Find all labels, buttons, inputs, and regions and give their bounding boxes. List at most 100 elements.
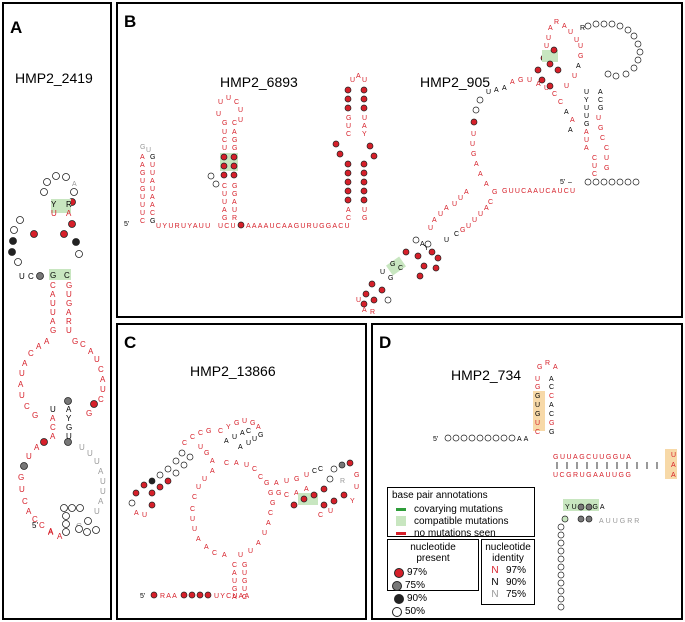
- svg-text:U: U: [196, 484, 201, 491]
- svg-text:A: A: [232, 199, 237, 206]
- svg-text:C: C: [212, 550, 217, 557]
- svg-text:G: G: [294, 476, 299, 483]
- svg-text:C: C: [604, 145, 609, 152]
- svg-text:U: U: [328, 508, 333, 515]
- legend-np-label-2: 75%: [405, 580, 426, 591]
- svg-text:Y: Y: [51, 200, 57, 209]
- legend-np-item-2: 75%: [390, 579, 432, 592]
- svg-text:G: G: [232, 183, 237, 190]
- svg-text:U: U: [535, 376, 540, 383]
- svg-text:U: U: [222, 145, 227, 152]
- legend-bp-swatch-3: [396, 531, 406, 535]
- svg-text:U: U: [222, 191, 227, 198]
- svg-text:U: U: [452, 201, 457, 208]
- svg-text:A: A: [266, 520, 271, 527]
- svg-text:C: C: [50, 281, 56, 290]
- b-linker: UYURUYAUU: [156, 223, 212, 230]
- svg-text:A: A: [356, 73, 361, 80]
- svg-text:U: U: [242, 586, 247, 593]
- svg-text:U: U: [140, 210, 145, 217]
- svg-text:U: U: [94, 355, 100, 364]
- svg-text:C: C: [535, 429, 540, 436]
- legend-ni-header2: identity: [492, 553, 524, 564]
- svg-text:U: U: [596, 115, 601, 122]
- svg-text:G: G: [598, 125, 603, 132]
- svg-text:G: G: [346, 115, 351, 122]
- legend-bp-item-3: no mutations seen: [392, 527, 530, 539]
- svg-text:A: A: [346, 207, 351, 214]
- svg-text:U: U: [248, 548, 253, 555]
- svg-text:C: C: [222, 137, 227, 144]
- svg-text:C: C: [64, 271, 70, 280]
- svg-text:A: A: [598, 89, 603, 96]
- svg-text:R: R: [340, 478, 345, 485]
- svg-text:U: U: [238, 107, 243, 114]
- svg-text:G: G: [584, 121, 589, 128]
- svg-text:A: A: [584, 145, 589, 152]
- svg-text:G: G: [578, 53, 583, 60]
- svg-text:U: U: [146, 147, 151, 154]
- svg-text:A: A: [478, 171, 483, 178]
- svg-text:C: C: [232, 120, 237, 127]
- legend-np-dot-2: [392, 580, 402, 591]
- svg-text:A: A: [548, 25, 553, 32]
- svg-text:A: A: [66, 209, 72, 218]
- legend-ni-item-2: N 90%: [484, 576, 532, 588]
- svg-text:U: U: [478, 211, 483, 218]
- panel-b-title-left: HMP2_6893: [220, 74, 298, 90]
- svg-text:U: U: [568, 29, 573, 36]
- svg-text:C: C: [190, 506, 195, 513]
- svg-text:A: A: [584, 129, 589, 136]
- panel-a-label: A: [10, 18, 23, 37]
- legend-bp-swatch-2: [396, 516, 406, 526]
- svg-text:U: U: [79, 443, 85, 452]
- svg-text:U: U: [564, 83, 569, 90]
- svg-text:A: A: [22, 359, 28, 368]
- svg-text:A: A: [140, 162, 145, 169]
- b-905-top-right: AR AU U UU R UG: [534, 19, 644, 186]
- svg-text:G: G: [492, 189, 497, 196]
- legend-np-dot-4: [392, 606, 402, 617]
- svg-text:A: A: [48, 528, 54, 537]
- svg-text:A: A: [150, 178, 155, 185]
- legend-bp-header: base pair annotations: [392, 490, 488, 501]
- svg-text:G: G: [72, 337, 78, 346]
- svg-text:U: U: [284, 478, 289, 485]
- svg-text:U: U: [140, 178, 145, 185]
- legend-ni-item-3: N 75%: [484, 588, 532, 600]
- svg-text:G: G: [232, 586, 237, 593]
- svg-text:A: A: [553, 364, 558, 371]
- svg-text:A: A: [484, 181, 489, 188]
- svg-text:U: U: [142, 512, 147, 519]
- svg-text:A: A: [150, 202, 155, 209]
- b-five-prime: 5': [124, 221, 129, 228]
- legend-ni-letter-1: N: [491, 564, 499, 576]
- svg-text:U: U: [238, 117, 243, 124]
- svg-text:U: U: [198, 444, 203, 451]
- svg-text:U: U: [150, 162, 155, 169]
- svg-text:C: C: [318, 466, 323, 473]
- legend-np-dot-1: [394, 567, 404, 578]
- svg-text:U: U: [574, 37, 579, 44]
- svg-text:C: C: [218, 428, 223, 435]
- legend-np-label-4: 50%: [405, 606, 426, 617]
- svg-text:U: U: [592, 163, 597, 170]
- svg-text:A: A: [50, 432, 56, 441]
- svg-text:U: U: [19, 272, 25, 281]
- svg-text:G: G: [18, 473, 24, 482]
- svg-text:R: R: [66, 317, 72, 326]
- legend-bp-label-1: covarying mutations: [414, 503, 503, 515]
- svg-text:U: U: [362, 207, 367, 214]
- svg-text:C: C: [222, 183, 227, 190]
- legend-np-label-1: 97%: [407, 567, 428, 578]
- svg-text:A: A: [50, 414, 56, 423]
- svg-text:G: G: [460, 227, 465, 234]
- svg-text:U: U: [466, 223, 471, 230]
- svg-text:A: A: [362, 307, 367, 314]
- svg-text:A: A: [100, 375, 106, 384]
- svg-text:G: G: [362, 215, 367, 222]
- svg-text:U: U: [94, 457, 100, 466]
